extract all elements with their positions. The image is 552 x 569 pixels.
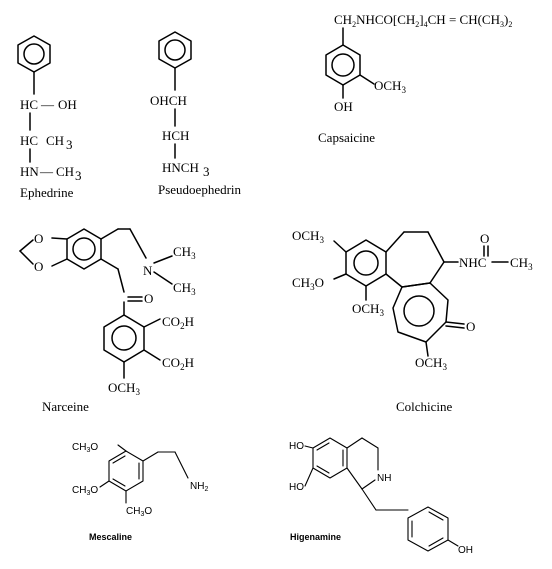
higenamine-structure: HO HO NH OH Higenamine <box>289 437 473 556</box>
ephedrine-hc-oh-dash: — <box>40 97 55 112</box>
ephedrine-hn-dash: — <box>39 164 54 179</box>
higenamine-label: Higenamine <box>290 532 341 542</box>
colchicine-acetyl-methyl: CH3 <box>510 255 533 272</box>
ephedrine-hc-carbon: HC <box>20 133 38 148</box>
colchicine-ketone-oxygen: O <box>466 319 475 334</box>
higenamine-hydroxyl-top: HO <box>289 441 304 452</box>
colchicine-structure: OCH3 CH3O OCH3 NHC O CH3 O OCH3 Colchici… <box>292 228 533 414</box>
pseudoephedrin-hnch: HNCH <box>162 160 199 175</box>
narceine-dioxole-o2: O <box>34 259 43 274</box>
colchicine-aromatic-circle <box>353 250 379 276</box>
narceine-label: Narceine <box>42 399 89 414</box>
colchicine-methoxy-3: OCH3 <box>352 301 384 318</box>
mescaline-methoxy-middle: CH3O <box>72 485 98 497</box>
pseudoephedrin-benzene-ring <box>158 31 192 69</box>
colchicine-benzene-ring <box>345 239 387 287</box>
capsaicine-label: Capsaicine <box>318 130 375 145</box>
colchicine-methoxy-4: OCH3 <box>415 355 447 372</box>
pseudoephedrin-ohch: OHCH <box>150 93 187 108</box>
capsaicine-benzene-ring <box>325 44 361 86</box>
narceine-carboxyl-2: CO2H <box>162 355 194 372</box>
narceine-dioxole-o1: O <box>34 231 43 246</box>
higenamine-catechol-ring <box>312 437 348 479</box>
ephedrine-n-methyl: CH <box>56 164 74 179</box>
higenamine-hydroxyl-bottom: HO <box>289 482 304 493</box>
mescaline-amine: NH2 <box>190 481 208 493</box>
higenamine-ring-nh: NH <box>377 473 391 484</box>
narceine-nitrogen: N <box>143 263 153 278</box>
mescaline-methoxy-top: CH3O <box>72 442 98 454</box>
colchicine-methoxy-2: CH3O <box>292 275 324 292</box>
ephedrine-aromatic-circle <box>23 43 45 65</box>
narceine-n-methyl-top: CH3 <box>173 244 196 261</box>
narceine-methoxy: OCH3 <box>108 380 140 397</box>
ephedrine-ch3-group: CH <box>46 133 64 148</box>
colchicine-amide-nhc: NHC <box>459 255 486 270</box>
capsaicine-structure: CH2NHCO[CH2]4CH = CH(CH3)2 OCH3 OH Capsa… <box>318 12 512 145</box>
ephedrine-hn: HN <box>20 164 39 179</box>
narceine-aromatic-circle-top <box>72 237 96 261</box>
pseudoephedrin-methyl-subscript: 3 <box>203 164 210 179</box>
colchicine-label: Colchicine <box>396 399 453 414</box>
capsaicine-hydroxyl: OH <box>334 99 353 114</box>
narceine-structure: O O N CH3 CH3 O CO2H CO2H OCH3 Narceine <box>19 228 196 414</box>
mescaline-benzene-ring <box>108 450 144 492</box>
narceine-benzene-ring-bottom <box>103 314 145 363</box>
pseudoephedrin-label: Pseudoephedrin <box>158 182 242 197</box>
mescaline-structure: CH3O CH3O CH3O NH2 Mescaline <box>72 442 208 542</box>
ephedrine-oh-group: OH <box>58 97 77 112</box>
pseudoephedrin-structure: OHCH HCH HNCH 3 Pseudoephedrin <box>150 31 242 197</box>
pseudoephedrin-hch: HCH <box>162 128 189 143</box>
colchicine-tropolone-circle <box>403 295 435 327</box>
capsaicine-aromatic-circle <box>331 53 355 77</box>
ephedrine-ch3-subscript: 3 <box>66 137 73 152</box>
narceine-ketone-oxygen: O <box>144 291 153 306</box>
ephedrine-benzene-ring <box>17 35 51 73</box>
colchicine-tropolone-ring <box>392 282 449 343</box>
capsaicine-side-chain: CH2NHCO[CH2]4CH = CH(CH3)2 <box>334 12 512 29</box>
pseudoephedrin-aromatic-circle <box>164 39 186 61</box>
colchicine-methoxy-1: OCH3 <box>292 228 324 245</box>
ephedrine-structure: HC — OH HC CH 3 HN — CH 3 Ephedrine <box>17 35 82 200</box>
higenamine-phenol-oh: OH <box>458 545 473 556</box>
narceine-aromatic-circle-bottom <box>111 325 137 351</box>
mescaline-methoxy-bottom: CH3O <box>126 506 152 518</box>
ephedrine-n-methyl-subscript: 3 <box>75 168 82 183</box>
capsaicine-methoxy: OCH3 <box>374 78 406 95</box>
higenamine-phenol-ring <box>407 506 449 552</box>
narceine-carboxyl-1: CO2H <box>162 314 194 331</box>
mescaline-label: Mescaline <box>89 532 132 542</box>
ephedrine-label: Ephedrine <box>20 185 74 200</box>
narceine-benzene-ring-top <box>66 228 102 270</box>
narceine-n-methyl-bottom: CH3 <box>173 280 196 297</box>
ephedrine-hc-oh-carbon: HC <box>20 97 38 112</box>
colchicine-amide-oxygen: O <box>480 231 489 246</box>
